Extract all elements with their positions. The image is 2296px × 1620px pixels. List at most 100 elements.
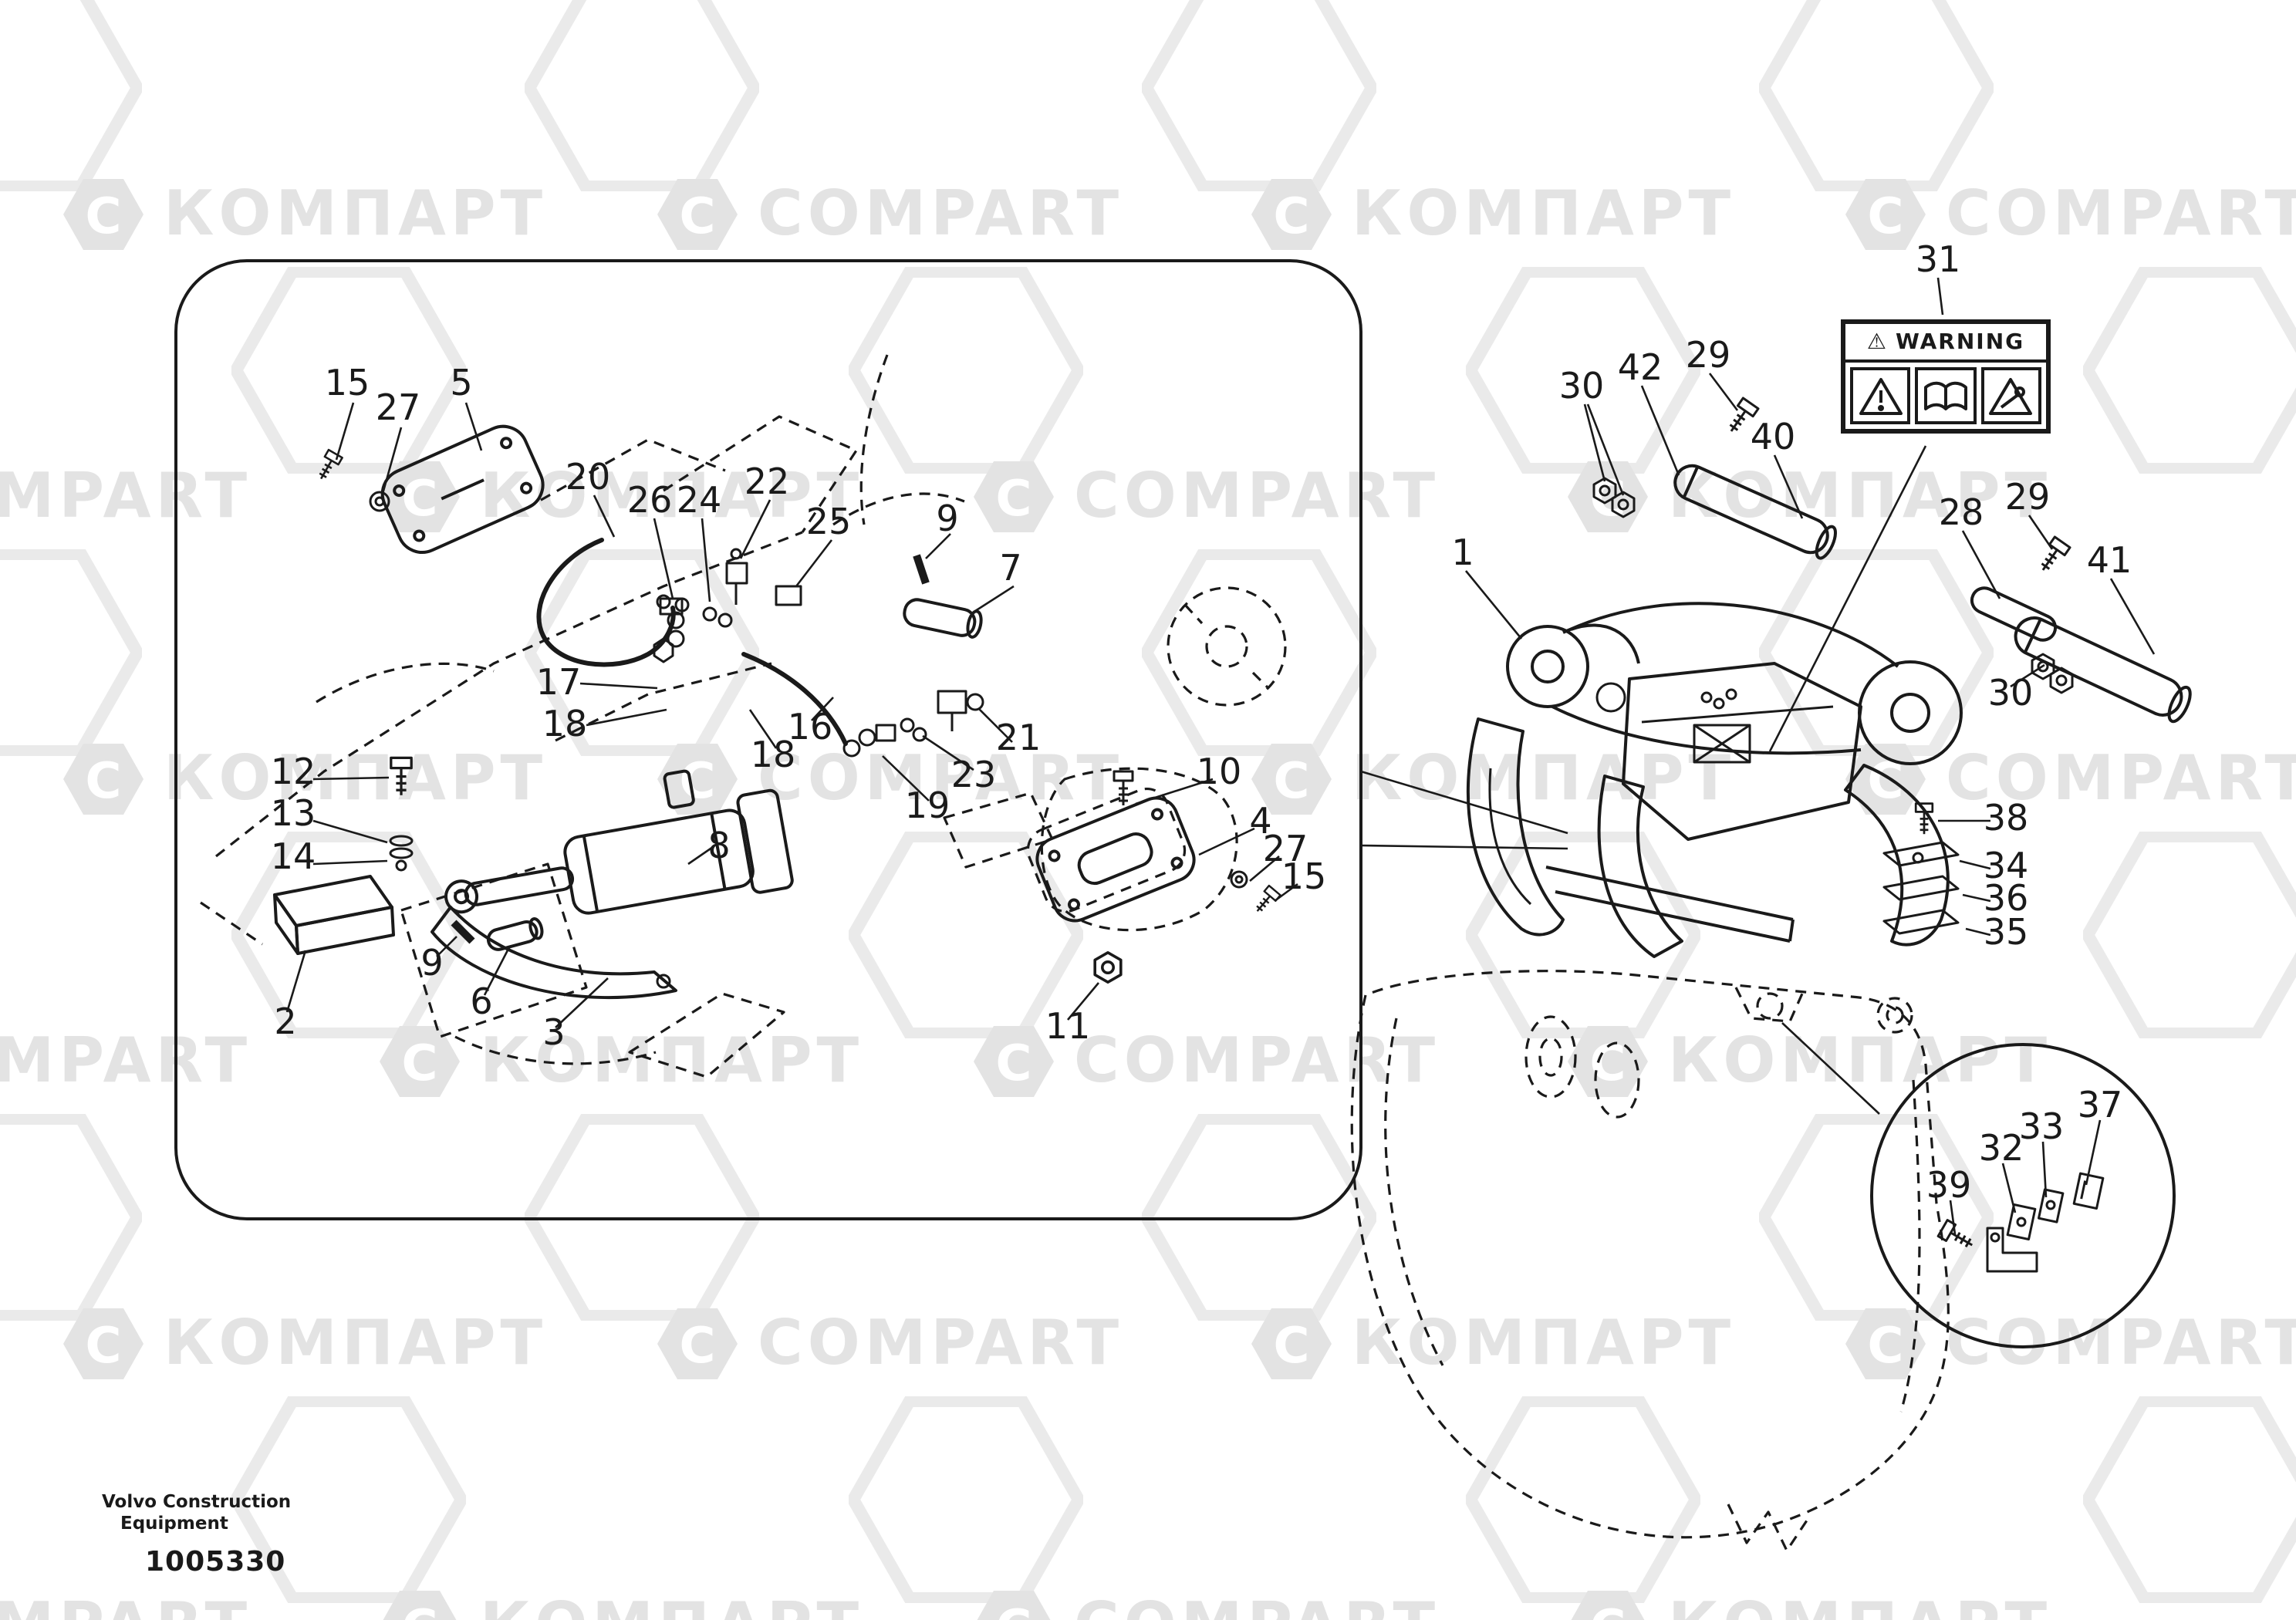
watermark-text: COMPART xyxy=(1074,461,1440,532)
callout-31: 31 xyxy=(1915,241,1961,281)
callout-10: 10 xyxy=(1196,753,1242,793)
plate-part33 xyxy=(2038,1188,2065,1223)
watermark-logo-icon: C xyxy=(1571,1591,1645,1620)
svg-text:C: C xyxy=(86,1318,122,1375)
callout-40: 40 xyxy=(1750,418,1796,458)
callout-14: 14 xyxy=(270,838,316,878)
callout-36: 36 xyxy=(1983,879,2029,920)
watermark-logo-icon: C xyxy=(1845,179,1926,250)
callout-18: 18 xyxy=(542,705,588,745)
watermark-logo-icon: C xyxy=(380,461,460,532)
svg-text:C: C xyxy=(1868,1318,1904,1375)
watermark-text: COMPART xyxy=(1074,1026,1440,1097)
cover-plate-part5 xyxy=(312,424,545,554)
svg-text:C: C xyxy=(86,753,122,810)
pictogram-crush-hazard-icon xyxy=(1850,367,1911,424)
shim-hole xyxy=(1912,852,1924,864)
callout-29: 29 xyxy=(2004,478,2051,518)
washer-part27 xyxy=(369,491,390,512)
watermark-hexagon xyxy=(1759,549,1994,756)
cover-plate-part4 xyxy=(1035,796,1196,923)
watermark-text: КОМПАРТ xyxy=(1668,1591,2051,1620)
warning-label-pictograms xyxy=(1845,363,2046,429)
pin-part41 xyxy=(2014,616,2192,724)
watermark-hexagon xyxy=(2083,1396,2296,1603)
watermark-text: КОМПАРТ xyxy=(164,179,548,250)
company-name-line2: Equipment xyxy=(120,1512,228,1534)
watermark-text: COMPART xyxy=(1074,1591,1440,1620)
hydraulic-cylinder-part8 xyxy=(444,769,794,915)
bracket-part39-seat xyxy=(1986,1227,2038,1273)
callout-16: 16 xyxy=(787,708,833,748)
callout-4: 4 xyxy=(1249,802,1272,842)
pin-part28 xyxy=(1970,586,2058,642)
callout-3: 3 xyxy=(542,1014,566,1054)
warning-title: WARNING xyxy=(1896,329,2025,354)
watermark-logo-icon: C xyxy=(974,461,1054,532)
svg-text:C: C xyxy=(1868,188,1904,245)
watermark-item: C COMPART xyxy=(972,1024,1440,1099)
svg-text:C: C xyxy=(1274,1318,1310,1375)
footer: Volvo Construction Equipment 1005330 xyxy=(102,1490,291,1578)
callout-29: 29 xyxy=(1685,336,1731,376)
callout-27: 27 xyxy=(375,389,421,429)
callout-17: 17 xyxy=(535,663,582,704)
callout-34: 34 xyxy=(1983,847,2029,887)
watermark-hexagon xyxy=(1759,0,1994,191)
svg-text:C: C xyxy=(680,188,716,245)
company-name-line1: Volvo Construction xyxy=(102,1490,292,1512)
svg-text:C: C xyxy=(1274,188,1310,245)
watermark-text: COMPART xyxy=(1946,744,2296,815)
watermark-text: КОМПАРТ xyxy=(1352,744,1736,815)
pin-part9-lower xyxy=(451,920,475,944)
pin-part9 xyxy=(913,554,930,585)
watermark-text: КОМПАРТ xyxy=(480,1591,863,1620)
gasket-part10 xyxy=(1026,787,1187,913)
watermark-text: КОМПАРТ xyxy=(164,1308,548,1379)
watermark-text: COMPART xyxy=(1946,1308,2296,1379)
bucket-dashed xyxy=(1350,970,1950,1552)
watermark-logo-icon: C xyxy=(380,1026,460,1097)
callout-6: 6 xyxy=(470,983,493,1023)
watermark-logo-icon: C xyxy=(974,1026,1054,1097)
warning-label-header: ⚠ WARNING xyxy=(1845,324,2046,363)
watermark-logo-icon: C xyxy=(1845,1308,1926,1379)
callout-20: 20 xyxy=(565,458,611,498)
callout-23: 23 xyxy=(950,756,997,796)
callout-26: 26 xyxy=(626,481,673,521)
callout-15: 15 xyxy=(1281,858,1327,898)
svg-text:C: C xyxy=(996,471,1032,528)
watermark-logo-icon: C xyxy=(63,1308,144,1379)
callout-18: 18 xyxy=(750,736,796,776)
callout-8: 8 xyxy=(707,827,731,867)
bracket-part3 xyxy=(430,906,677,1000)
callout-7: 7 xyxy=(999,549,1022,589)
watermark-logo-icon: C xyxy=(1251,1308,1332,1379)
watermark-logo-icon: C xyxy=(1845,744,1926,815)
watermark-logo-icon: C xyxy=(63,179,144,250)
callout-21: 21 xyxy=(995,719,1042,759)
hose-part16 xyxy=(741,652,848,746)
watermark-text: COMPART xyxy=(758,1308,1124,1379)
watermark-item: C КОМПАРТ xyxy=(378,1589,863,1620)
svg-text:C: C xyxy=(680,1318,716,1375)
document-number: 1005330 xyxy=(145,1545,286,1578)
block-part2 xyxy=(273,875,395,955)
hose-part20 xyxy=(536,538,676,667)
watermark-logo-icon: C xyxy=(383,1591,457,1620)
callout-33: 33 xyxy=(2018,1108,2065,1148)
callout-37: 37 xyxy=(2077,1086,2123,1126)
watermark-item: C COMPART xyxy=(972,460,1440,534)
bolt-part12-washers xyxy=(389,756,414,872)
